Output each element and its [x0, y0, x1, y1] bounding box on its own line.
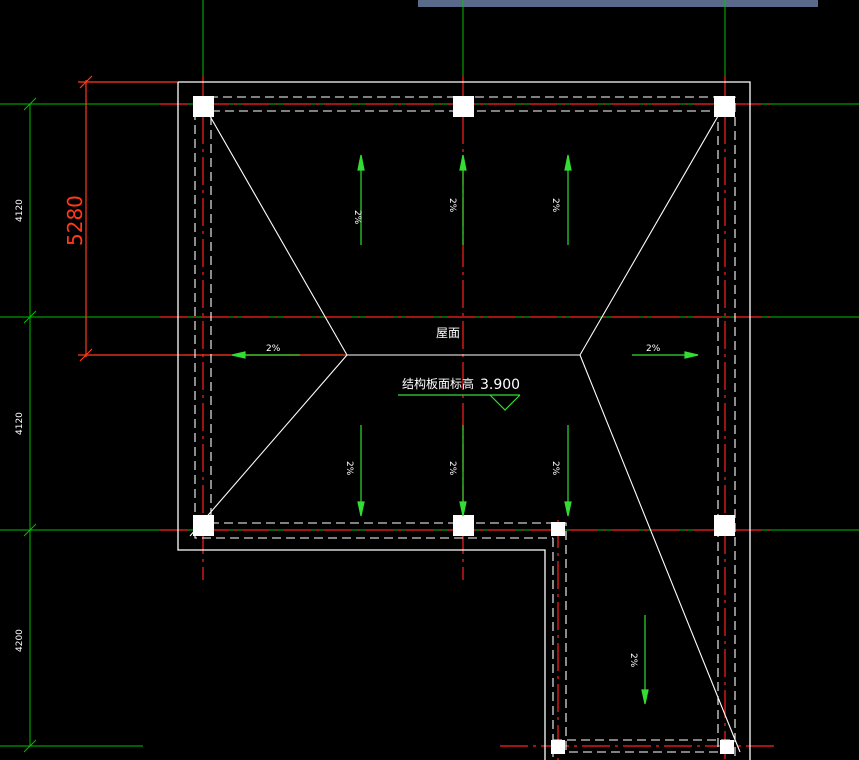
column — [193, 96, 214, 117]
dim-tick-2 — [23, 310, 37, 324]
wall-dash-outer — [194, 96, 736, 760]
hip-ridge-lines — [189, 103, 741, 753]
dim-5280-tick-top — [79, 75, 93, 89]
elevation-label: 结构板面标高 — [402, 376, 474, 391]
slope-label-low-left: 2% — [344, 461, 354, 476]
wall-dash-inner — [210, 110, 719, 753]
dim-tick-4 — [23, 739, 37, 753]
arrow-head — [357, 501, 365, 517]
slope-label-top-right: 2% — [550, 198, 560, 213]
roof-label: 屋面 — [436, 326, 460, 340]
arrow-head — [641, 689, 649, 705]
column — [551, 740, 565, 754]
slope-label-mid-left: 2% — [266, 344, 281, 354]
column — [193, 515, 214, 536]
slope-label-low-right: 2% — [550, 461, 560, 476]
dashed-wall-lines — [194, 96, 736, 760]
dim-tick-1 — [23, 97, 37, 111]
slope-label-low-center: 2% — [447, 461, 457, 476]
dim-label-4200: 4200 — [15, 629, 25, 652]
dim-5280-tick-bottom — [79, 348, 93, 362]
dim-tick-3 — [23, 523, 37, 537]
arrow-head — [459, 501, 467, 517]
roof-outline — [177, 81, 751, 760]
dim-label-4120-top: 4120 — [15, 199, 25, 222]
left-dimension-ticks — [23, 97, 37, 753]
arrow-head — [684, 351, 699, 359]
arrow-head — [564, 501, 572, 517]
elevation-value: 3.900 — [480, 377, 520, 393]
elevation-mark: 结构板面标高 3.900 — [398, 376, 521, 411]
column — [551, 522, 565, 536]
toolbar-strip — [418, 0, 818, 7]
column — [714, 515, 735, 536]
dimension-5280 — [78, 75, 346, 362]
hip-bottom-right — [579, 354, 741, 753]
slope-label-top-center: 2% — [447, 198, 457, 213]
slope-label-top-left: 2% — [352, 210, 362, 225]
slope-labels: 2% 2% 2% 2% 2% 2% 2% 2% 2% — [266, 198, 661, 668]
dim-label-5280: 5280 — [63, 195, 87, 246]
columns — [193, 96, 735, 754]
column — [714, 96, 735, 117]
slope-label-wing: 2% — [628, 653, 638, 668]
arrow-head — [231, 351, 246, 359]
slope-label-mid-right: 2% — [646, 344, 661, 354]
elevation-triangle — [489, 394, 521, 411]
column — [453, 96, 474, 117]
hip-top-left — [202, 103, 348, 356]
dim-label-4120-mid: 4120 — [15, 412, 25, 435]
slope-arrows — [231, 154, 699, 705]
arrow-head — [564, 154, 572, 171]
arrow-head — [459, 154, 467, 171]
column — [453, 515, 474, 536]
arrow-head — [357, 154, 365, 171]
hip-bottom-left — [189, 354, 348, 537]
hip-top-right — [579, 103, 726, 356]
column — [720, 740, 734, 754]
